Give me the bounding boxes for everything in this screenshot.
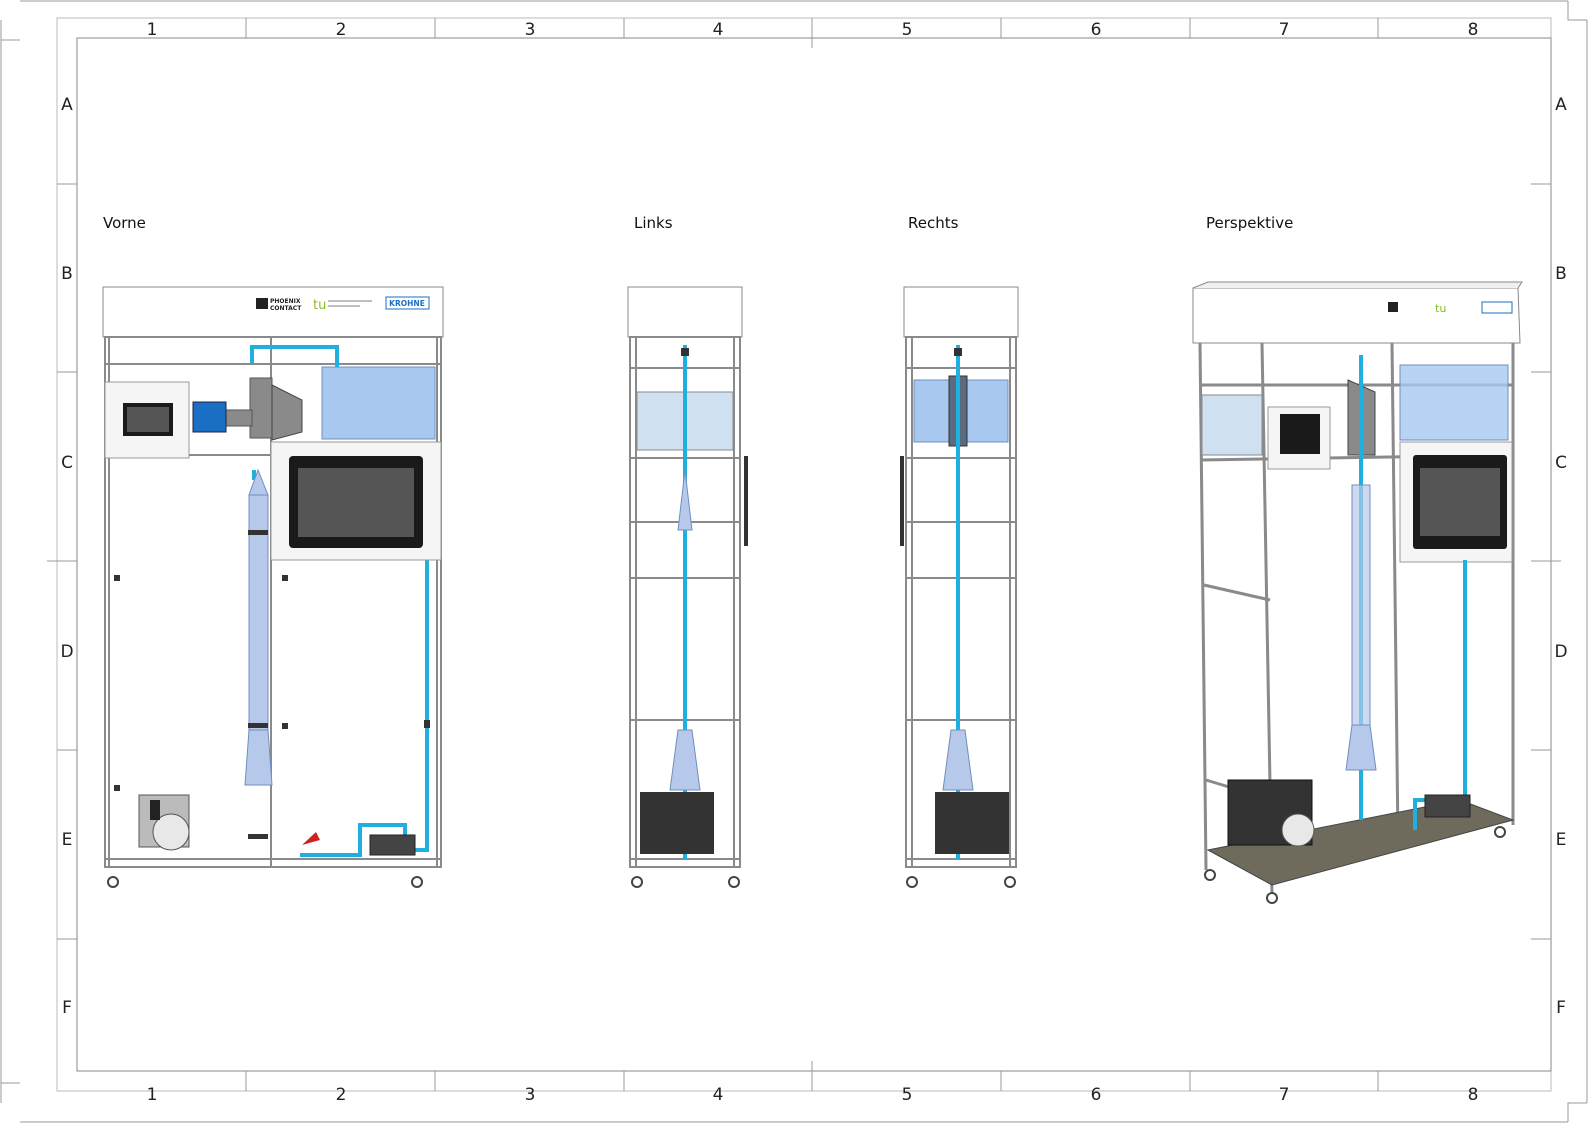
column-label-bottom: 8 (1468, 1085, 1479, 1105)
perspective-view-drawing: tu (1192, 281, 1523, 904)
front-view-drawing: PHOENIX CONTACT tu KROHNE (102, 286, 444, 888)
column-labels-bottom: 1 2 3 4 5 6 7 8 (147, 1085, 1479, 1105)
column-label-bottom: 2 (336, 1085, 347, 1105)
phoenix-contact-logo-perspective (1388, 302, 1398, 312)
column-label-bottom: 5 (902, 1085, 913, 1105)
row-label-right: D (1554, 642, 1567, 662)
column-label-bottom: 1 (147, 1085, 158, 1105)
row-label-left: A (61, 95, 73, 115)
right-view-drawing (900, 286, 1019, 888)
svg-text:PHOENIX: PHOENIX (270, 298, 301, 305)
column-label-top: 7 (1279, 20, 1290, 40)
tu-dortmund-logo: tu (313, 298, 372, 313)
column-label-bottom: 4 (713, 1085, 724, 1105)
column-label-top: 3 (525, 20, 536, 40)
krohne-logo: KROHNE (385, 296, 430, 310)
row-label-right: F (1556, 998, 1566, 1018)
row-label-right: C (1555, 453, 1567, 473)
view-label-right: Rechts (908, 214, 959, 232)
row-label-left: D (60, 642, 73, 662)
row-markers (47, 183, 1561, 940)
view-label-front: Vorne (103, 214, 146, 232)
svg-text:CONTACT: CONTACT (270, 305, 302, 312)
column-label-top: 4 (713, 20, 724, 40)
column-markers (245, 18, 1379, 1091)
column-labels-top: 1 2 3 4 5 6 7 8 (147, 20, 1479, 40)
column-label-bottom: 7 (1279, 1085, 1290, 1105)
svg-text:tu: tu (1435, 302, 1446, 315)
row-label-left: C (61, 453, 73, 473)
row-labels-left: A B C D E F (60, 95, 73, 1018)
phoenix-contact-logo: PHOENIX CONTACT (256, 298, 302, 312)
column-label-top: 8 (1468, 20, 1479, 40)
row-label-right: E (1556, 830, 1567, 850)
column-label-top: 2 (336, 20, 347, 40)
svg-text:KROHNE: KROHNE (389, 299, 425, 308)
column-label-bottom: 6 (1091, 1085, 1102, 1105)
column-label-top: 1 (147, 20, 158, 40)
view-label-perspective: Perspektive (1206, 214, 1294, 232)
column-label-bottom: 3 (525, 1085, 536, 1105)
row-label-left: F (62, 998, 72, 1018)
row-labels-right: A B C D E F (1554, 95, 1567, 1018)
row-label-right: B (1555, 264, 1567, 284)
column-label-top: 6 (1091, 20, 1102, 40)
water-tank (321, 366, 436, 440)
svg-text:tu: tu (313, 298, 326, 313)
left-view-drawing (627, 286, 748, 888)
row-label-right: A (1555, 95, 1567, 115)
row-label-left: B (61, 264, 73, 284)
column-label-top: 5 (902, 20, 913, 40)
row-label-left: E (62, 830, 73, 850)
view-label-left: Links (634, 214, 673, 232)
front-header-panel (102, 286, 444, 338)
